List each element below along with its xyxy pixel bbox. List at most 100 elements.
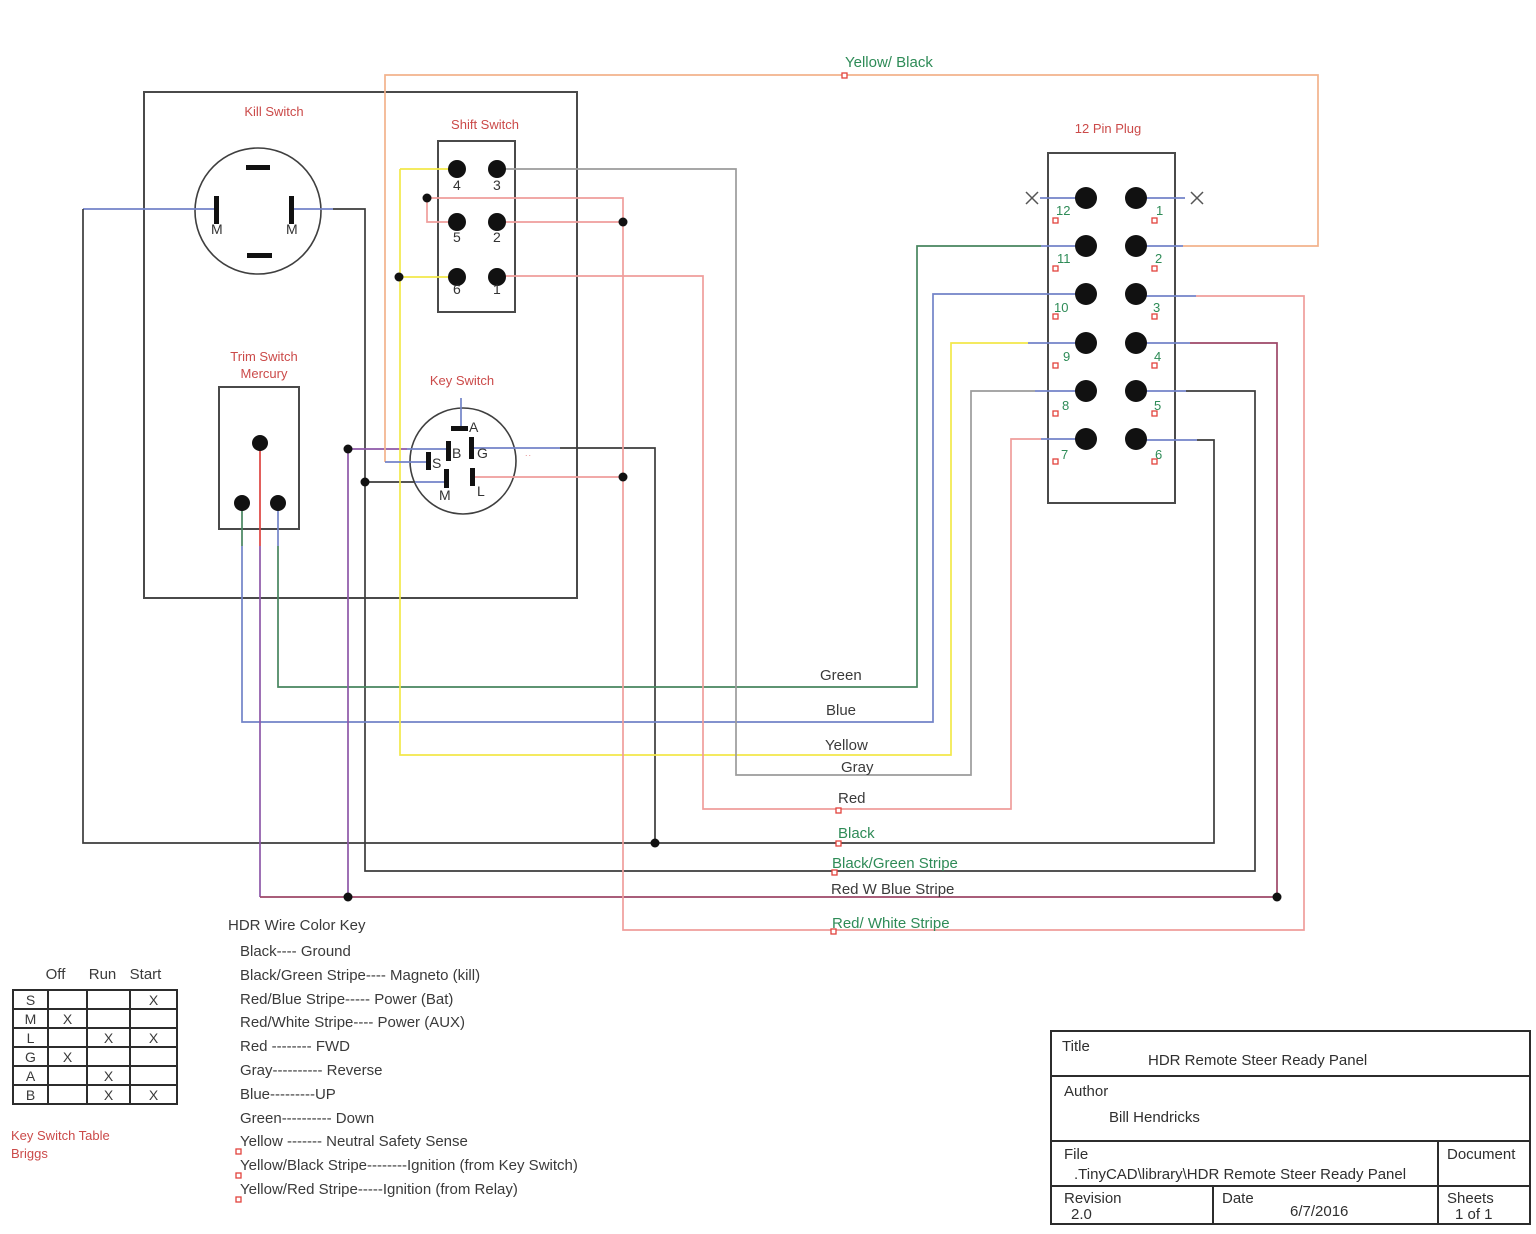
plug-pin-6: 6	[1155, 447, 1163, 462]
junction-dot-1	[422, 193, 432, 203]
red-anchor-square-3	[831, 869, 838, 876]
key-table-cell	[86, 1046, 131, 1067]
green-down-wire	[277, 245, 1041, 688]
key-table-cell	[47, 1065, 88, 1086]
trim-pin-dot-0	[252, 435, 268, 451]
plug-pin-dot-6	[1075, 332, 1097, 354]
gray-wire	[497, 168, 1035, 776]
junction-dot-7	[343, 892, 353, 902]
color-key-item-9: Yellow/Black Stripe--------Ignition (fro…	[240, 1157, 578, 1174]
plug-pin-12: 12	[1056, 203, 1071, 218]
red-anchor-square-15	[1151, 265, 1158, 272]
key-table-terminal: S	[12, 989, 49, 1010]
sheets-value: 1 of 1	[1455, 1206, 1493, 1223]
shift-pin-dot-4	[448, 268, 466, 286]
date-value: 6/7/2016	[1290, 1203, 1349, 1220]
trim-pin-dot-2	[270, 495, 286, 511]
color-key-item-2: Red/Blue Stripe----- Power (Bat)	[240, 991, 454, 1008]
black-ground-wire	[82, 209, 1215, 844]
title-block-row-author: Author Bill Hendricks	[1052, 1077, 1529, 1142]
kill-terminal-m-left: M	[211, 221, 223, 237]
key-table-cell	[47, 1027, 88, 1048]
shift-pin-dot-1	[488, 160, 506, 178]
key-terminal-l: L	[477, 483, 485, 499]
junction-dot-8	[1272, 892, 1282, 902]
red-anchor-square-9	[1052, 265, 1059, 272]
key-table-cell: X	[86, 1065, 131, 1086]
shift-pin-6: 6	[453, 281, 461, 297]
red-anchor-square-14	[1151, 217, 1158, 224]
color-key-item-10: Yellow/Red Stripe-----Ignition (from Rel…	[240, 1181, 518, 1198]
plug-pin-5: 5	[1154, 398, 1162, 413]
plug-pin-dot-1	[1125, 187, 1147, 209]
terminal-bar-4	[451, 426, 468, 431]
shift-pin-dot-0	[448, 160, 466, 178]
blue-up-wire	[241, 293, 1086, 723]
plug-pin-9: 9	[1063, 349, 1071, 364]
key-terminal-s: S	[432, 455, 442, 471]
key-table-terminal: L	[12, 1027, 49, 1048]
plug-pin-4: 4	[1154, 349, 1162, 364]
key-table-cell	[129, 1008, 178, 1029]
shift-switch-box	[437, 140, 516, 313]
color-key-item-3: Red/White Stripe---- Power (AUX)	[240, 1014, 466, 1031]
kill-switch-circle	[194, 147, 322, 275]
key-terminal-g: G	[477, 445, 488, 461]
shift-pin-5: 5	[453, 229, 461, 245]
key-table-cell: X	[47, 1046, 88, 1067]
document-label: Document	[1447, 1146, 1516, 1163]
plug-pin-dot-2	[1075, 235, 1097, 257]
key-table-cell	[129, 1046, 178, 1067]
yellow-black-wire	[384, 74, 1319, 462]
key-switch-circle	[409, 407, 517, 515]
wire-label-red-white-stripe: Red/ White Stripe	[832, 915, 950, 932]
plug-pin-1: 1	[1156, 203, 1164, 218]
red-white-stripe-wire	[426, 197, 1305, 931]
key-table-header-run: Run	[88, 966, 117, 983]
author-label: Author	[1064, 1083, 1109, 1100]
key-table-cell	[47, 989, 88, 1010]
shift-pin-3: 3	[493, 177, 501, 193]
key-table-terminal: B	[12, 1084, 49, 1105]
trim-pin-dot-1	[234, 495, 250, 511]
key-table-cell: X	[129, 989, 178, 1010]
title-block-row-title: Title HDR Remote Steer Ready Panel	[1052, 1032, 1529, 1077]
key-table-header-off: Off	[45, 966, 66, 983]
author-value: Bill Hendricks	[1109, 1109, 1200, 1126]
plug-pin-dot-5	[1125, 283, 1147, 305]
junction-dot-3	[618, 472, 628, 482]
revision-value: 2.0	[1071, 1206, 1092, 1223]
title-block-row-file: File .TinyCAD\library\HDR Remote Steer R…	[1052, 1142, 1529, 1187]
junction-dot-4	[343, 444, 353, 454]
sheets-cell: Sheets 1 of 1	[1437, 1187, 1529, 1223]
red-anchor-square-11	[1052, 362, 1059, 369]
kill-switch-label: Kill Switch	[244, 104, 304, 119]
key-table-cell	[47, 1084, 88, 1105]
key-terminal-m: M	[439, 487, 451, 503]
key-b-purple-branch	[347, 448, 407, 897]
red-w-blue-stripe-wire	[260, 342, 1278, 898]
red-anchor-square-2	[835, 840, 842, 847]
junction-dot-2	[618, 217, 628, 227]
terminal-bar-7	[426, 452, 431, 470]
red-anchor-square-1	[835, 807, 842, 814]
terminal-bar-6	[469, 437, 474, 459]
terminal-bar-0	[246, 165, 270, 170]
terminal-bar-8	[444, 469, 449, 488]
plug-pin-dot-9	[1125, 380, 1147, 402]
key-table-header-start: Start	[129, 966, 162, 983]
left-enclosure-box	[143, 91, 578, 599]
plug-pin-dot-4	[1075, 283, 1097, 305]
file-label: File	[1064, 1146, 1089, 1163]
key-table-cell	[129, 1065, 178, 1086]
color-key-item-4: Red -------- FWD	[240, 1038, 350, 1055]
key-switch-label: Key Switch	[429, 373, 495, 388]
red-anchor-square-18	[1151, 410, 1158, 417]
date-cell: Date 6/7/2016	[1212, 1187, 1437, 1223]
red-anchor-square-8	[1052, 217, 1059, 224]
red-anchor-square-13	[1052, 458, 1059, 465]
trim-switch-box	[218, 386, 300, 530]
